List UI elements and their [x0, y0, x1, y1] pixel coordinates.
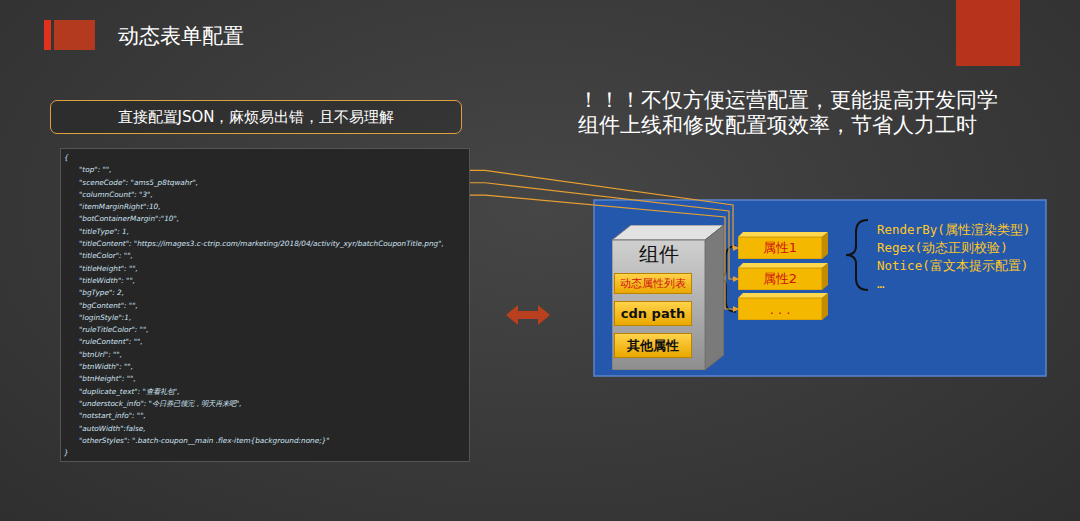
- attribute-bar: . . .: [738, 293, 828, 320]
- bar-text: 其他属性: [627, 337, 679, 355]
- code-line: "ruleTitleColor": "",: [79, 324, 149, 336]
- slide-title: 动态表单配置: [118, 22, 244, 50]
- attribute-bar: 属性2: [738, 263, 828, 290]
- bracket: [846, 220, 868, 290]
- json-key-line: "columnCount": "3",: [79, 189, 153, 201]
- json-key-line: "top": "",: [79, 164, 111, 176]
- attribute-bar: 属性1: [738, 232, 828, 259]
- component-label: 组件: [612, 225, 724, 266]
- code-line: "btnHeight": "",: [79, 373, 136, 385]
- property-bar: cdn path: [614, 301, 692, 326]
- property-item: Regex(动态正则校验): [877, 240, 1008, 256]
- code-line: "loginStyle":1,: [79, 312, 131, 324]
- attribute-face: 属性1: [738, 237, 822, 259]
- label-wrap: RenderBy(属性渲染类型): [877, 222, 1030, 238]
- attribute-text: 属性1: [763, 239, 797, 257]
- title-wrap: 动态表单配置: [118, 22, 244, 50]
- code-editor: { "top": "","sceneCode": "ams5_p8tqwahr",…: [60, 148, 470, 462]
- property-item: Notice(富文本提示配置): [877, 258, 1028, 274]
- double-arrow: [506, 305, 550, 325]
- brace: }: [64, 447, 69, 459]
- code-line: "bgContent": "",: [79, 300, 138, 312]
- note-text: ！！！不仅方便运营配置，更能提高开发同学 组件上线和修改配置项效率，节省人力工时: [578, 88, 1008, 138]
- label-wrap: Notice(富文本提示配置): [877, 258, 1028, 274]
- property-item: RenderBy(属性渲染类型): [877, 222, 1030, 238]
- property-bar: 其他属性: [614, 333, 692, 358]
- code-line: "top": "",: [79, 164, 111, 176]
- code-line: "ruleContent": "",: [79, 336, 143, 348]
- header-box: 直接配置JSON，麻烦易出错，且不易理解: [50, 100, 462, 134]
- code-line: "bgType": 2,: [79, 287, 124, 299]
- code-line: "botContainerMargin":"10",: [79, 213, 179, 225]
- code-line: "titleContent": "https://images3.c-ctrip…: [79, 238, 444, 250]
- label-wrap: …: [877, 276, 885, 292]
- json-key-line: "sceneCode": "ams5_p8tqwahr",: [79, 177, 198, 189]
- label-wrap: Regex(动态正则校验): [877, 240, 1008, 256]
- blue-panel: [594, 200, 1046, 376]
- code-line: "understock_info": "今日券已领完，明天再来吧",: [79, 398, 242, 410]
- bar-text: cdn path: [621, 306, 685, 321]
- attribute-text: . . .: [770, 302, 791, 317]
- title-icon: [54, 20, 95, 50]
- corner-block: [956, 0, 1020, 66]
- code-line: "notstart_info": "",: [79, 410, 146, 422]
- code-line: "sceneCode": "ams5_p8tqwahr",: [79, 177, 198, 189]
- code-line: "otherStyles": ".batch-coupon__main .fle…: [79, 435, 330, 447]
- attribute-text: 属性2: [763, 270, 797, 288]
- property-bar: 动态属性列表: [614, 273, 692, 294]
- code-line: "titleColor": "",: [79, 250, 133, 262]
- code-line: "columnCount": "3",: [79, 189, 153, 201]
- code-line: "itemMarginRight":10,: [79, 201, 161, 213]
- code-line: "duplicate_text": "查看礼包",: [79, 386, 179, 398]
- header-text: 直接配置JSON，麻烦易出错，且不易理解: [118, 108, 395, 127]
- attribute-face: 属性2: [738, 268, 822, 290]
- code-line: "btnUrl": "",: [79, 349, 122, 361]
- attribute-face: . . .: [738, 298, 822, 320]
- bar-text: 动态属性列表: [620, 276, 686, 291]
- code-line: "titleHeight": "",: [79, 263, 138, 275]
- title-icon: [44, 20, 51, 50]
- code-line: "btnWidth": "",: [79, 361, 133, 373]
- component-cube: 组件动态属性列表 cdn path 其他属性: [612, 225, 724, 370]
- label-wrap: ！！！不仅方便运营配置，更能提高开发同学 组件上线和修改配置项效率，节省人力工时: [578, 88, 1008, 138]
- code-line: "titleWidth": "",: [79, 275, 135, 287]
- code-line: "titleType": 1,: [79, 226, 129, 238]
- brace: {: [64, 152, 69, 164]
- code-line: "autoWidth":false,: [79, 423, 146, 435]
- property-item: …: [877, 276, 885, 292]
